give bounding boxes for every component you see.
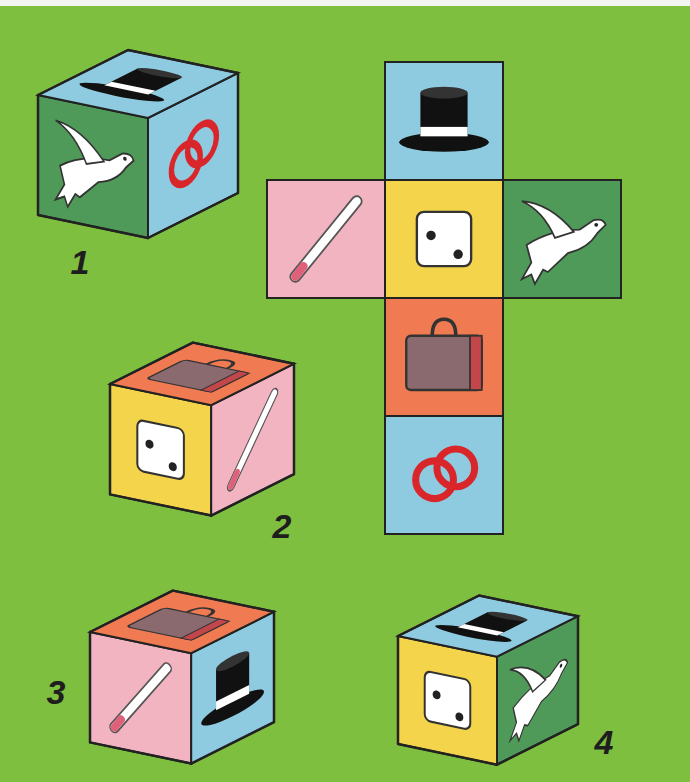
cube-outline: [38, 50, 238, 238]
cube-net: [267, 62, 621, 534]
cube-face: [38, 50, 238, 118]
cube-face: [398, 596, 578, 657]
cube-outline: [110, 343, 294, 516]
cube-face: [90, 591, 274, 654]
cube-face: [38, 95, 148, 238]
cube-figure: [90, 591, 274, 764]
callout-number: 3: [47, 675, 66, 709]
callout-number: 4: [595, 725, 614, 759]
cube-figure: [398, 596, 578, 765]
cube-outline: [90, 591, 274, 764]
cube-figure: [38, 50, 238, 238]
cube-face: [110, 343, 294, 406]
callout-number: 1: [71, 245, 90, 279]
cube-face: [90, 632, 191, 764]
cube-face: [110, 384, 211, 516]
cube-face: [398, 636, 497, 765]
cube-figure: [110, 343, 294, 516]
callout-number: 2: [273, 509, 292, 543]
cube-outline: [398, 596, 578, 765]
